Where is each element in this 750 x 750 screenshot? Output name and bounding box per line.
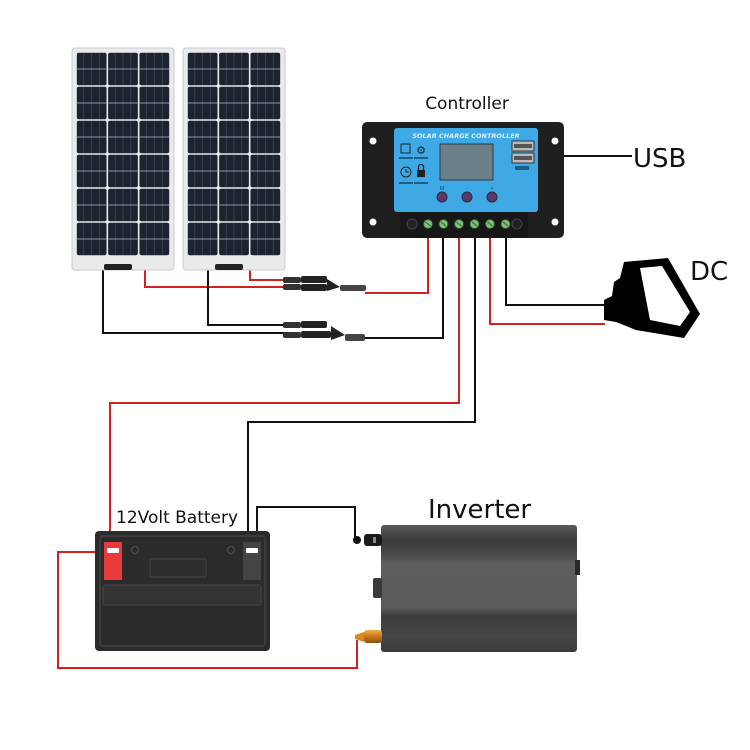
solar-panel (182, 47, 286, 271)
wire-load-positive (489, 238, 605, 325)
controller-button[interactable]: M (436, 186, 448, 203)
mode-icon (400, 143, 411, 154)
junction-box (104, 264, 132, 270)
controller-buttons: M - + (436, 186, 498, 203)
controller-button[interactable]: + (486, 186, 498, 203)
wire-inverter-negative (256, 506, 356, 542)
wire-load-negative (505, 238, 605, 306)
controller-button[interactable]: - (461, 186, 473, 203)
gear-icon: ⚙ (416, 145, 426, 157)
wire-pv-positive (365, 238, 429, 294)
wire-pv-negative (365, 238, 444, 339)
wire-inverter-positive (57, 551, 358, 669)
inverter-negative-terminal (353, 534, 382, 546)
label-inverter: Inverter (428, 495, 531, 525)
inverter (353, 525, 580, 652)
wire-battery-positive (109, 238, 460, 542)
mc4-connectors (283, 276, 366, 341)
terminals (423, 219, 511, 229)
label-dc: DC (690, 257, 728, 287)
battery-positive-terminal (104, 542, 122, 580)
mc4-negative-branch (283, 321, 365, 341)
controller-button-label: - (466, 186, 468, 192)
controller-button-label: + (491, 186, 494, 192)
controller-button-label: M (440, 186, 444, 192)
inverter-body (381, 525, 577, 652)
lcd-display (439, 143, 494, 181)
wire-panel1-negative (102, 268, 285, 334)
battery (95, 531, 270, 651)
battery-negative-terminal (243, 542, 261, 580)
mc4-positive-branch (283, 276, 366, 291)
charge-controller: SOLAR CHARGE CONTROLLER ⚙ M - + (362, 122, 564, 238)
wire-panel2-negative (207, 268, 285, 326)
junction-box (215, 264, 243, 270)
label-usb: USB (633, 144, 686, 174)
label-controller: Controller (425, 94, 509, 114)
inverter-positive-terminal (355, 630, 382, 643)
dc-load-lamp (604, 258, 700, 338)
wire-panel1-positive (144, 268, 285, 288)
usb-ports[interactable] (511, 140, 535, 170)
wire-panel2-positive (249, 268, 285, 281)
solar-panel (71, 47, 175, 271)
wire-battery-negative (247, 238, 476, 542)
controller-header: SOLAR CHARGE CONTROLLER (412, 132, 519, 140)
label-battery: 12Volt Battery (116, 508, 238, 528)
clock-icon (400, 166, 412, 178)
solar-panels (71, 47, 286, 271)
lock-icon (417, 163, 425, 177)
